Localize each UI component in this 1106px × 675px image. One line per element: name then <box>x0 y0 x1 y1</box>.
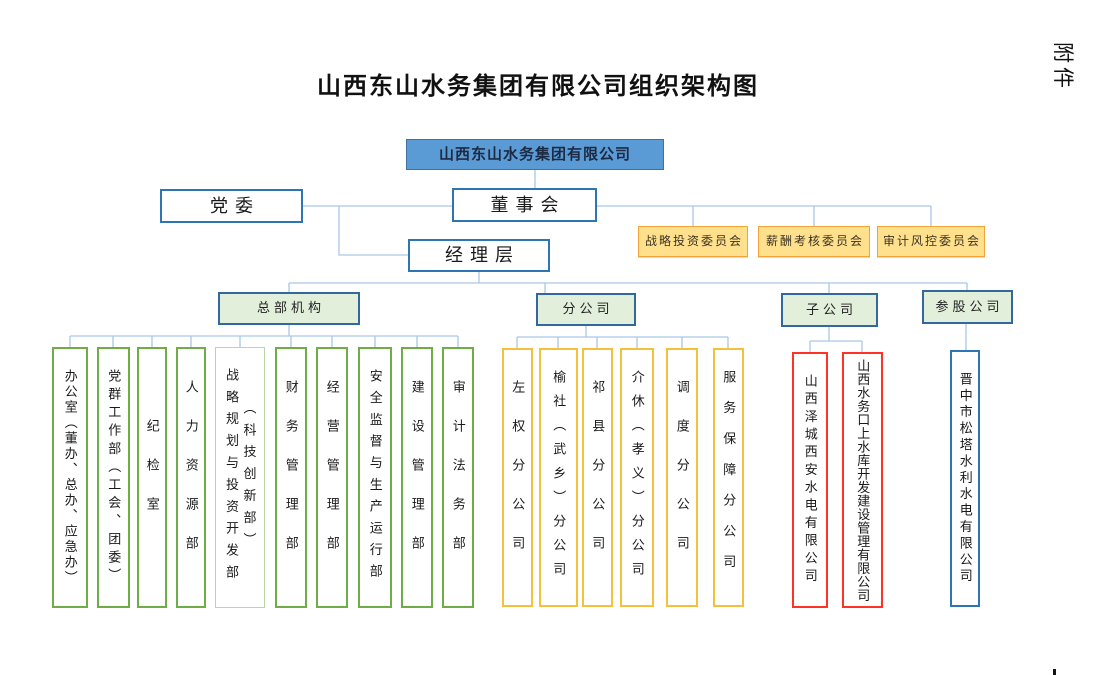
node-branch-service-support: 服务保障分公司 <box>713 348 744 607</box>
node-branch-yushe-wuxiang: 榆社（武乡）分公司 <box>539 348 578 607</box>
connector-management <box>338 206 408 256</box>
connector-subsidiaries <box>809 327 863 352</box>
node-equity-songta-hydropower: 晋中市松塔水利水电有限公司 <box>950 350 980 607</box>
node-hq-dept-party-mass-work: 党群工作部（工会、团委） <box>97 347 130 608</box>
node-committee-compensation-assessment: 薪酬考核委员会 <box>758 226 870 257</box>
node-category-branches: 分公司 <box>536 293 636 326</box>
connector-main-row <box>288 272 968 293</box>
node-hq-dept-operations: 经营管理部 <box>316 347 348 608</box>
connector-committees <box>597 205 932 226</box>
node-hq-dept-strategy-investment: 战略规划与投资开发部 （科技创新部） <box>215 347 265 608</box>
node-hq-dept-discipline-office: 纪检室 <box>137 347 167 608</box>
node-branch-jiexiu-xiaoyi: 介休（孝义）分公司 <box>620 348 654 607</box>
node-branch-dispatch: 调度分公司 <box>666 348 698 607</box>
node-subsidiary-koushang-reservoir: 山西水务口上水库开发建设管理有限公司 <box>842 352 883 608</box>
node-subsidiary-zecheng-xian-hydropower: 山西泽城西安水电有限公司 <box>792 352 828 608</box>
node-hq-dept-general-office: 办公室（董办、总办、应急办） <box>52 347 88 608</box>
node-category-equity: 参股公司 <box>922 290 1013 324</box>
node-board-of-directors: 董事会 <box>452 188 597 222</box>
connector-hq-depts <box>69 325 459 347</box>
page-title: 山西东山水务集团有限公司组织架构图 <box>317 73 759 100</box>
node-branch-qixian: 祁县分公司 <box>582 348 613 607</box>
connector-branches <box>516 326 729 348</box>
node-party-committee: 党委 <box>160 189 303 223</box>
node-management-layer: 经理层 <box>408 239 550 272</box>
node-hq-dept-construction: 建设管理部 <box>401 347 433 608</box>
node-committee-audit-risk-control: 审计风控委员会 <box>877 226 985 257</box>
node-root-company: 山西东山水务集团有限公司 <box>406 139 664 170</box>
node-committee-strategic-investment: 战略投资委员会 <box>638 226 748 257</box>
node-hq-dept-human-resources: 人力资源部 <box>176 347 206 608</box>
page-artifact-mark <box>1053 669 1056 675</box>
node-category-subsidiaries: 子公司 <box>781 293 878 327</box>
node-hq-dept-audit-legal: 审计法务部 <box>442 347 474 608</box>
node-hq-dept-safety-production: 安全监督与生产运行部 <box>358 347 392 608</box>
node-hq-dept-finance: 财务管理部 <box>275 347 307 608</box>
node-branch-zuoquan: 左权分公司 <box>502 348 533 607</box>
node-category-headquarters: 总部机构 <box>218 292 360 325</box>
